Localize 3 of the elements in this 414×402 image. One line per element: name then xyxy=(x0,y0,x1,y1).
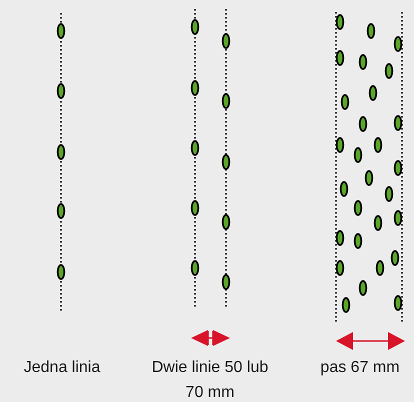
caption-text: pas 67 mm xyxy=(320,359,400,376)
caption-text: Jedna linia xyxy=(24,359,100,376)
caption-text: Dwie linie 50 lub 70 mm xyxy=(152,359,268,401)
